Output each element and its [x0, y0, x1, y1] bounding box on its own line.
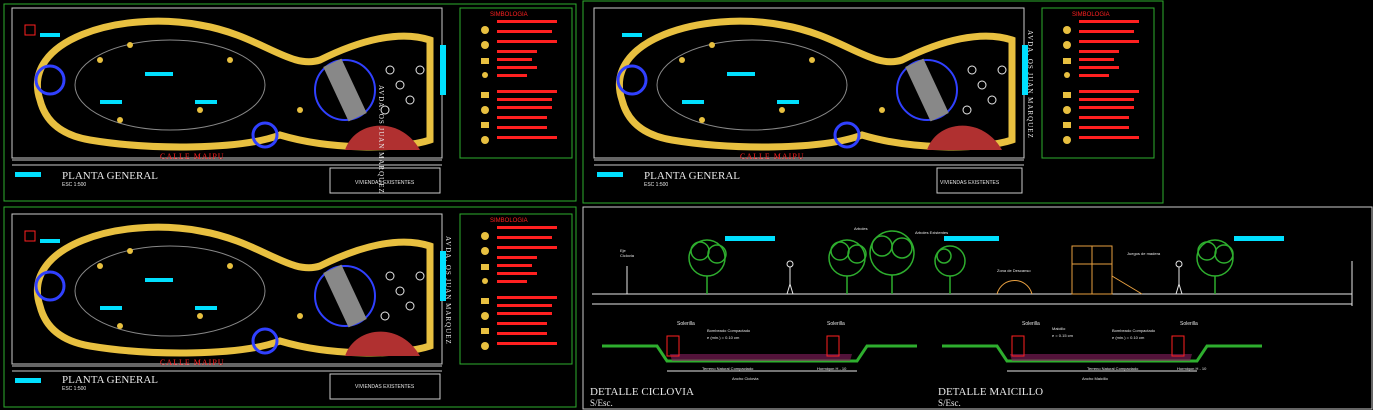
label-width-1: Ancho Ciclovia [732, 376, 759, 381]
label-arboles-existentes: Arboles Existentes [915, 230, 949, 235]
label-concrete-1: Hormigon H - 10 [817, 366, 847, 371]
site-plan-drawing [3, 3, 577, 202]
label-terrain-1: Terreno Natural Compactado [702, 366, 754, 371]
street-label: CALLE MAIPU [160, 358, 225, 367]
plan-title: PLANTA GENERAL [62, 170, 158, 182]
street-label: CALLE MAIPU [160, 152, 225, 161]
block-label: VIVIENDAS EXISTENTES [940, 180, 1000, 186]
label-zona-descanso: Zona de Descanso [997, 268, 1031, 273]
label-thickness-2: e (min.) = 0.10 cm [1112, 335, 1145, 340]
avenue-label: AVDA. OS JUAN MARQUEZ [377, 85, 385, 194]
plan-title: PLANTA GENERAL [62, 374, 158, 386]
plan-sheet-1: SIMBOLOGIA CALLE MAIPU AVDA. OS JUAN MAR… [0, 0, 580, 205]
site-plan-drawing [3, 206, 577, 408]
label-base-2: Bombeado Compactado [1112, 328, 1156, 333]
plan-sheet-3: SIMBOLOGIA CALLE MAIPU AVDA. OS JUAN MAR… [0, 206, 580, 410]
detail-title-maicillo: DETALLE MAICILLO [938, 386, 1044, 398]
street-label: CALLE MAIPU [740, 152, 805, 161]
label-solerilla-2: Solerilla [827, 321, 845, 327]
label-maicillo-e: e = 0.15 cm [1052, 333, 1074, 338]
block-label: VIVIENDAS EXISTENTES [355, 384, 415, 390]
legend-title: SIMBOLOGIA [1072, 12, 1110, 18]
avenue-label: AVDA. OS JUAN MARQUEZ [1026, 30, 1034, 139]
detail-drawing [582, 206, 1373, 410]
plan-scale: ESC 1:500 [62, 182, 87, 188]
detail-scale-ciclovia: S/Esc. [590, 398, 613, 408]
block-label: VIVIENDAS EXISTENTES [355, 180, 415, 186]
label-thickness-1: e (min.) = 0.10 cm [707, 335, 740, 340]
label-juegos: Juegos de madera [1127, 251, 1161, 256]
label-solerilla-3: Solerilla [1022, 321, 1040, 327]
site-plan-drawing [582, 0, 1164, 204]
plan-sheet-2: SIMBOLOGIA CALLE MAIPU AVDA. OS JUAN MAR… [582, 0, 1164, 205]
label-width-2: Ancho Maicillo [1082, 376, 1108, 381]
detail-title-ciclovia: DETALLE CICLOVIA [590, 386, 694, 398]
plan-title: PLANTA GENERAL [644, 170, 740, 182]
plan-scale: ESC 1:500 [644, 182, 669, 188]
plan-scale: ESC 1:500 [62, 386, 87, 392]
label-terrain-2: Terreno Natural Compactado [1087, 366, 1139, 371]
label-solerilla-1: Solerilla [677, 321, 695, 327]
avenue-label: AVDA. OS JUAN MARQUEZ [444, 236, 452, 345]
label-arboles: Arboles [854, 226, 868, 231]
legend-title: SIMBOLOGIA [490, 12, 528, 18]
legend-title: SIMBOLOGIA [490, 218, 528, 224]
label-maicillo: Maicillo [1052, 326, 1066, 331]
label-concrete-2: Hormigon H - 10 [1177, 366, 1207, 371]
label-solerilla-4: Solerilla [1180, 321, 1198, 327]
details-sheet: Eje Ciclovia Arboles Arboles Existentes … [582, 206, 1373, 410]
detail-scale-maicillo: S/Esc. [938, 398, 961, 408]
label-base-1: Bombeado Compactado [707, 328, 751, 333]
label-eje-ciclovia: Eje Ciclovia [620, 248, 635, 258]
